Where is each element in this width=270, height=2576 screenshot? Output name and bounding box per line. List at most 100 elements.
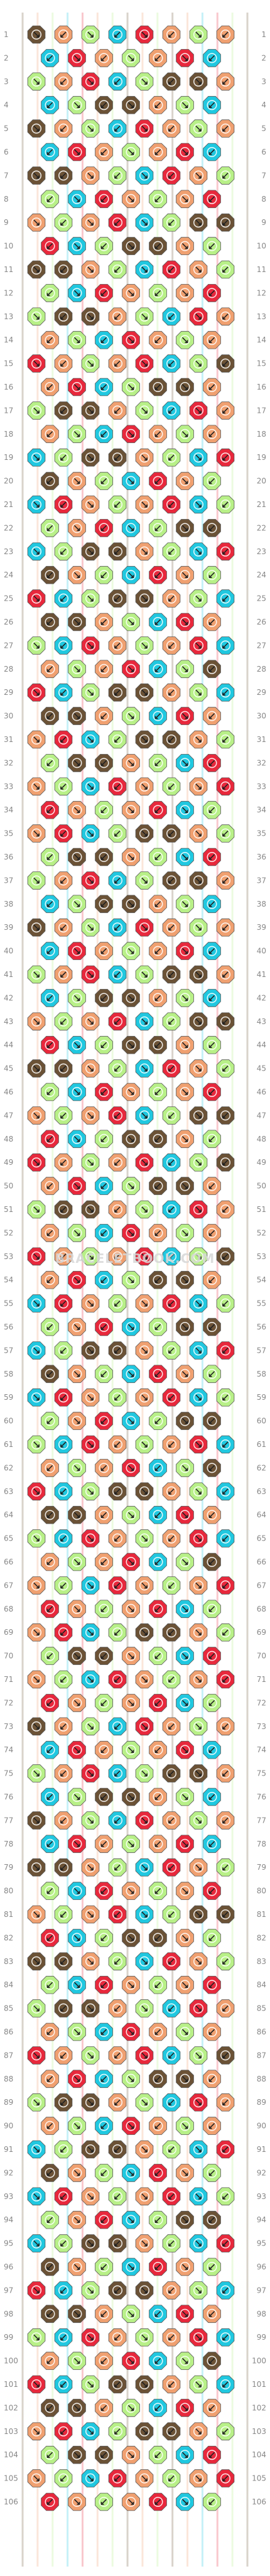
knot (27, 2469, 46, 2487)
knot (68, 1882, 86, 1900)
row-number-right: 67 (257, 1581, 266, 1590)
knot (108, 2375, 127, 2394)
row-number-right: 6 (261, 148, 266, 156)
knot (203, 1083, 221, 1101)
row-number-left: 43 (4, 1017, 13, 1026)
knot (81, 1294, 100, 1313)
knot (176, 660, 194, 679)
knot (189, 1529, 208, 1547)
row-number-left: 33 (4, 782, 13, 791)
knot (176, 613, 194, 631)
knot (95, 2070, 113, 2088)
knot (189, 2046, 208, 2065)
knot (203, 1270, 221, 1289)
knot (176, 2257, 194, 2276)
knot (108, 589, 127, 608)
knot (95, 1177, 113, 1195)
knot (81, 965, 100, 984)
row-number-right: 1 (261, 30, 266, 39)
knot (176, 1130, 194, 1149)
knot (108, 354, 127, 373)
knot (203, 565, 221, 584)
row-number-left: 80 (4, 1887, 13, 1896)
knot (203, 1130, 221, 1149)
knot (216, 401, 235, 420)
knot (108, 307, 127, 326)
knot (216, 1200, 235, 1219)
knot (81, 2093, 100, 2112)
knot (27, 1012, 46, 1031)
row-number-right: 31 (257, 735, 266, 744)
knot (135, 1811, 154, 1830)
row-number-left: 55 (4, 1299, 13, 1308)
row-number-right: 85 (257, 2004, 266, 2013)
knot (189, 1294, 208, 1313)
knot (176, 848, 194, 866)
row-number-left: 34 (4, 805, 13, 814)
knot (108, 213, 127, 232)
row-number-right: 55 (257, 1299, 266, 1308)
row-number-right: 52 (257, 1228, 266, 1237)
knot (162, 871, 181, 890)
knot (203, 49, 221, 67)
row-number-left: 102 (4, 2403, 18, 2412)
row-number-left: 86 (4, 2028, 13, 2036)
knot (203, 2257, 221, 2276)
knot (81, 1341, 100, 1360)
knot (81, 589, 100, 608)
knot (122, 1882, 140, 1900)
knot (122, 2445, 140, 2464)
knot (149, 942, 167, 960)
row-number-left: 60 (4, 1417, 13, 1426)
knot (81, 448, 100, 467)
knot (162, 2046, 181, 2065)
knot (162, 307, 181, 326)
row-number-left: 94 (4, 2215, 13, 2224)
knot (216, 25, 235, 44)
knot (54, 166, 73, 185)
knot (203, 2022, 221, 2041)
knot (68, 1835, 86, 1853)
knot (122, 1835, 140, 1853)
knot (68, 1929, 86, 1947)
knot (216, 1576, 235, 1595)
knot (189, 1435, 208, 1454)
knot (203, 96, 221, 114)
row-number-left: 37 (4, 876, 13, 885)
knot (54, 260, 73, 279)
knot (41, 2492, 59, 2511)
knot (162, 542, 181, 561)
knot (68, 1035, 86, 1054)
knot (27, 1764, 46, 1782)
knot (68, 472, 86, 490)
knot (95, 895, 113, 914)
knot (68, 1740, 86, 1759)
row-number-left: 7 (4, 171, 9, 180)
knot (54, 1435, 73, 1454)
row-number-left: 87 (4, 2051, 13, 2060)
knot (41, 330, 59, 349)
knot (95, 425, 113, 444)
knot (108, 448, 127, 467)
row-number-right: 76 (257, 1793, 266, 1801)
knot (122, 2070, 140, 2088)
knot (81, 213, 100, 232)
row-number-right: 74 (257, 1745, 266, 1754)
knot (162, 1905, 181, 1924)
knot (81, 1059, 100, 1078)
knot (81, 2187, 100, 2206)
knot (95, 1412, 113, 1430)
row-number-left: 57 (4, 1346, 13, 1355)
knot (203, 989, 221, 1007)
row-number-right: 72 (257, 1698, 266, 1707)
knot (149, 1035, 167, 1054)
knot (95, 1975, 113, 1994)
knot (41, 565, 59, 584)
knot (41, 2210, 59, 2229)
knot (149, 2305, 167, 2323)
knot (68, 707, 86, 725)
knot (149, 330, 167, 349)
row-number-left: 48 (4, 1135, 13, 1143)
row-number-right: 45 (257, 1064, 266, 1073)
row-number-right: 57 (257, 1346, 266, 1355)
